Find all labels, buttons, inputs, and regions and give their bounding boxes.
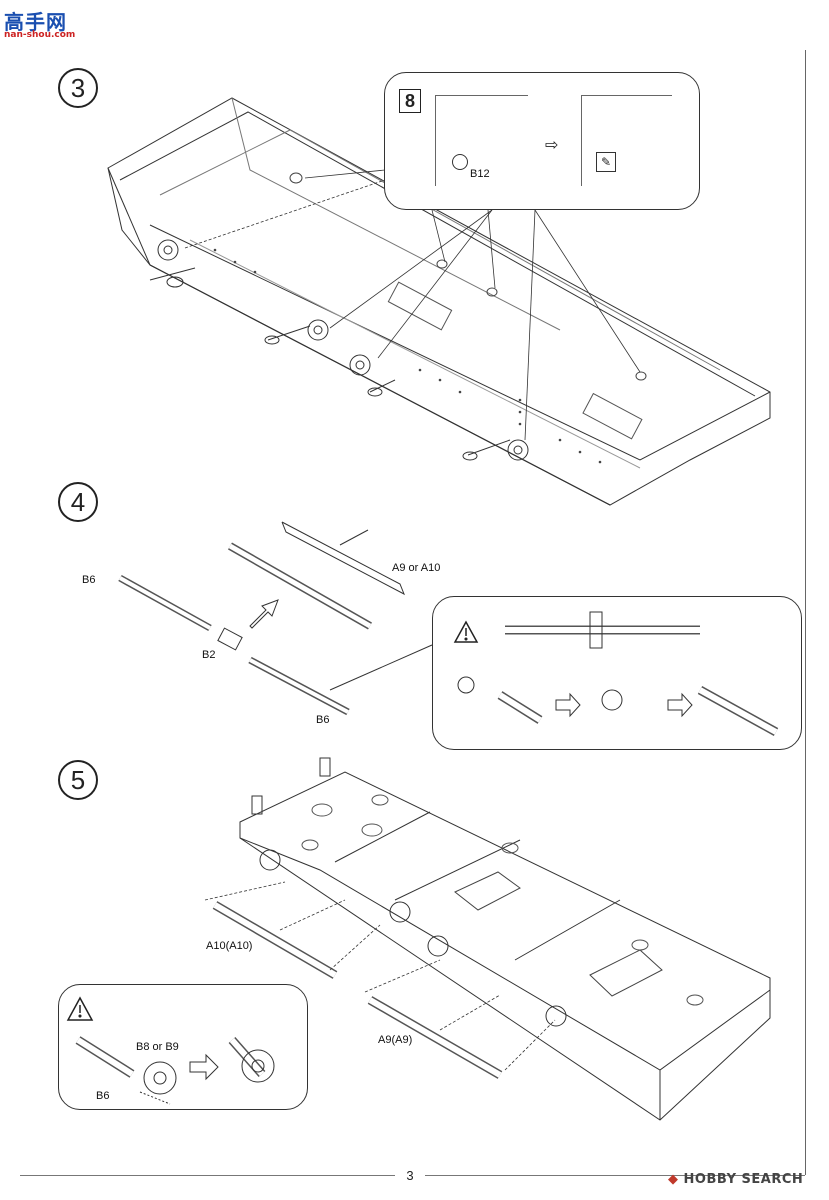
step5-hull-drawing bbox=[75, 757, 771, 1121]
b6-callout-label: B6 bbox=[96, 1090, 110, 1102]
step4-spring-drawing bbox=[118, 521, 779, 736]
page-border bbox=[20, 50, 806, 1175]
b6-bottom-label: B6 bbox=[316, 714, 330, 726]
page-number: 3 bbox=[395, 1168, 425, 1183]
b2-label: B2 bbox=[202, 649, 216, 661]
b8-b9-label: B8 or B9 bbox=[136, 1041, 179, 1053]
step4-warning-callout bbox=[432, 596, 802, 750]
step3-detail-panel-2: ✎ bbox=[581, 95, 672, 186]
arrow-right-icon: ⇨ bbox=[545, 137, 559, 154]
warning-icon bbox=[66, 620, 479, 1021]
step-number-5: 5 bbox=[58, 760, 98, 800]
a9-label: A9(A9) bbox=[378, 1034, 413, 1046]
step-number-4: 4 bbox=[58, 482, 98, 522]
a9-a10-label: A9 or A10 bbox=[392, 562, 441, 574]
b12-part bbox=[452, 154, 468, 170]
b6-top-label: B6 bbox=[82, 574, 96, 586]
step3-badge: 8 bbox=[399, 89, 421, 113]
step3-hull-drawing bbox=[107, 97, 771, 506]
step-number-3: 3 bbox=[58, 68, 98, 108]
b12-label: B12 bbox=[470, 168, 490, 180]
step5-warning-callout bbox=[58, 984, 308, 1110]
hobby-search-logo: ◆ HOBBY SEARCH bbox=[668, 1172, 804, 1187]
step3-detail-panel-1: B12 bbox=[435, 95, 528, 186]
watermark-url: nan-shou.com bbox=[4, 30, 76, 40]
glue-icon: ✎ bbox=[596, 152, 616, 172]
step3-callout: 8 B12 ⇨ ✎ bbox=[384, 72, 700, 210]
watermark-logo: 高手网 bbox=[4, 10, 67, 34]
a10-label: A10(A10) bbox=[206, 940, 253, 952]
